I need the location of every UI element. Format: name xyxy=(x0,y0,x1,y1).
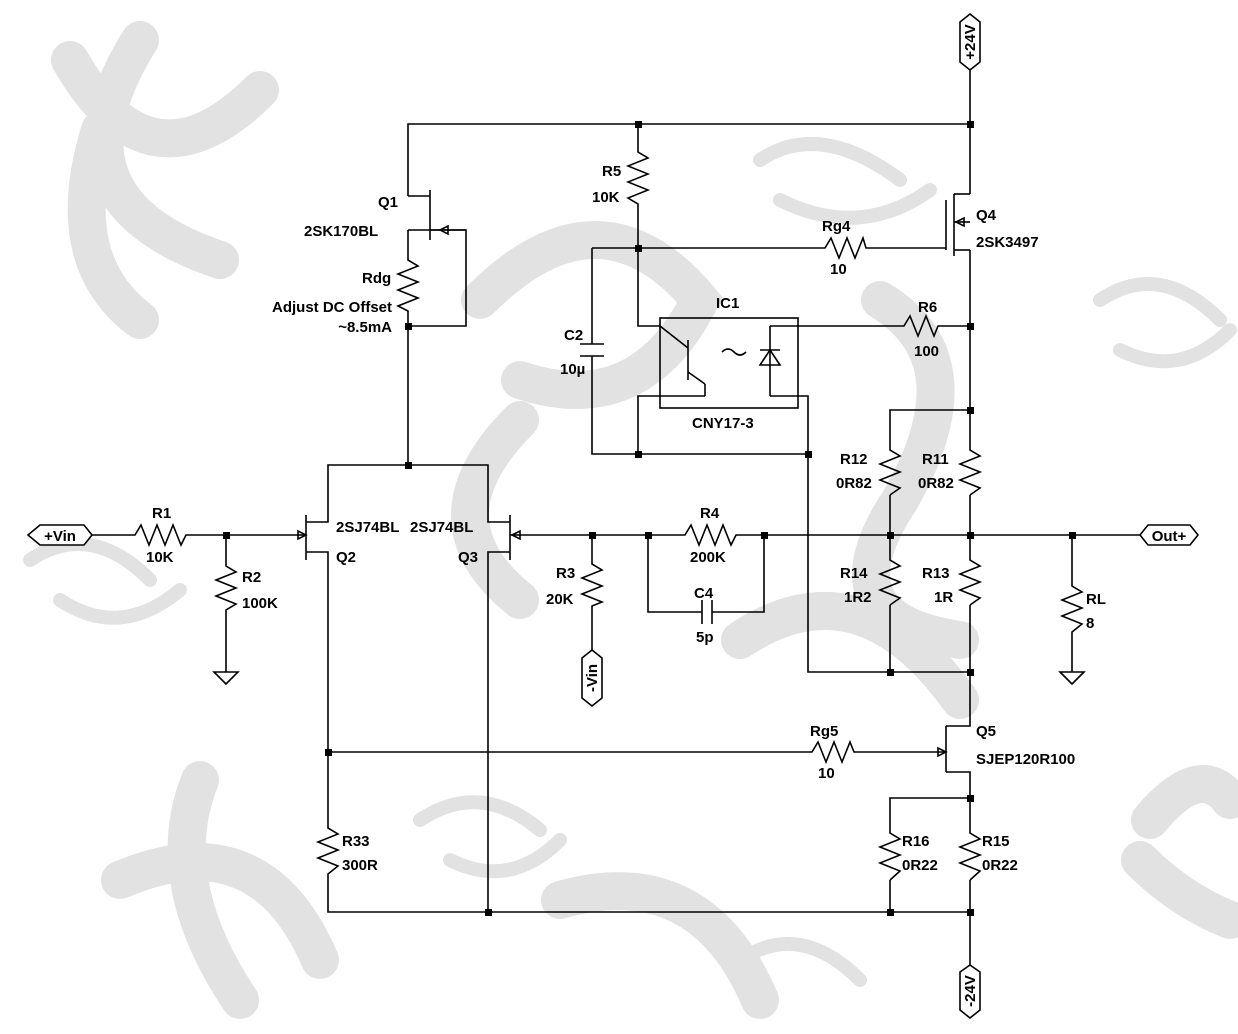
c2-ref: C2 xyxy=(564,327,583,344)
r2-ref: R2 xyxy=(242,569,261,586)
c4-value: 5p xyxy=(696,629,714,646)
r1-value: 10K xyxy=(146,549,174,566)
r15-value: 0R22 xyxy=(982,857,1018,874)
rdg-ref: Rdg xyxy=(362,270,391,287)
wires xyxy=(92,70,1140,965)
r13-value: 1R xyxy=(934,589,953,606)
rg4-ref: Rg4 xyxy=(822,218,851,235)
q3-ref: Q3 xyxy=(458,549,478,566)
ground-r2 xyxy=(212,671,240,686)
resistor-r13 xyxy=(957,555,983,606)
port-vin-pos: +Vin xyxy=(26,524,94,546)
q2-value: 2SJ74BL xyxy=(336,519,399,536)
resistor-rl xyxy=(1059,580,1085,640)
r11-value: 0R82 xyxy=(918,475,954,492)
q1-value: 2SK170BL xyxy=(304,223,378,240)
rg5-value: 10 xyxy=(818,765,835,782)
r14-value: 1R2 xyxy=(844,589,872,606)
resistor-r11 xyxy=(957,445,983,496)
port-out-pos-label: Out+ xyxy=(1152,528,1187,545)
r16-value: 0R22 xyxy=(902,857,938,874)
port-supply-neg: -24V xyxy=(959,964,981,1020)
r3-value: 20K xyxy=(546,591,574,608)
q2-ref: Q2 xyxy=(336,549,356,566)
rl-ref: RL xyxy=(1086,591,1106,608)
r11-ref: R11 xyxy=(922,451,949,468)
resistor-r6 xyxy=(900,313,940,339)
resistor-rg5 xyxy=(808,739,856,765)
resistor-r14 xyxy=(877,555,903,606)
mosfet-q4 xyxy=(945,193,970,256)
rg4-value: 10 xyxy=(830,261,847,278)
watermark xyxy=(23,21,1238,1019)
r1-ref: R1 xyxy=(152,505,171,522)
port-out-pos: Out+ xyxy=(1138,524,1200,546)
resistor-rg4 xyxy=(820,235,870,261)
q4-ref: Q4 xyxy=(976,207,997,224)
port-vin-neg: -Vin xyxy=(581,648,603,708)
r2-value: 100K xyxy=(242,595,278,612)
ic1-ref: IC1 xyxy=(716,295,739,312)
labels: Q1 2SK170BL Rdg Adjust DC Offset ~8.5mA … xyxy=(146,163,1106,874)
resistor-r1 xyxy=(130,522,190,548)
port-supply-neg-label: -24V xyxy=(962,975,979,1007)
rdg-note-adjust: Adjust DC Offset xyxy=(272,299,392,316)
ground-rl xyxy=(1058,671,1086,686)
resistor-r15 xyxy=(957,828,983,881)
resistor-r3 xyxy=(579,560,605,610)
junction-dots xyxy=(223,121,1076,916)
port-supply-pos: +24V xyxy=(959,12,981,72)
q4-value: 2SK3497 xyxy=(976,234,1039,251)
rg5-ref: Rg5 xyxy=(810,723,838,740)
r16-ref: R16 xyxy=(902,833,930,850)
ic1-value: CNY17-3 xyxy=(692,415,754,432)
q1-ref: Q1 xyxy=(378,194,398,211)
q5-ref: Q5 xyxy=(976,723,996,740)
jfet-q3 xyxy=(487,515,521,560)
resistor-r5 xyxy=(625,148,651,208)
r14-ref: R14 xyxy=(840,565,868,582)
r6-ref: R6 xyxy=(918,299,937,316)
resistor-r4 xyxy=(680,522,740,548)
port-vin-pos-label: +Vin xyxy=(44,528,76,545)
capacitor-c4 xyxy=(701,600,713,624)
resistor-rdg xyxy=(395,255,421,315)
r5-ref: R5 xyxy=(602,163,621,180)
port-supply-pos-label: +24V xyxy=(962,24,979,59)
c2-value: 10µ xyxy=(560,361,585,378)
jfet-q2 xyxy=(297,515,329,560)
q5-value: SJEP120R100 xyxy=(976,751,1075,768)
r4-ref: R4 xyxy=(700,505,720,522)
resistor-r16 xyxy=(877,828,903,881)
r15-ref: R15 xyxy=(982,833,1010,850)
r6-value: 100 xyxy=(914,343,939,360)
r4-value: 200K xyxy=(690,549,726,566)
r12-value: 0R82 xyxy=(836,475,872,492)
r13-ref: R13 xyxy=(922,565,950,582)
capacitor-c2 xyxy=(580,343,604,357)
optocoupler-ic1 xyxy=(659,317,799,409)
c4-ref: C4 xyxy=(694,585,714,602)
port-vin-neg-label: -Vin xyxy=(584,664,601,692)
jfet-q1 xyxy=(408,190,466,240)
r5-value: 10K xyxy=(592,189,620,206)
r12-ref: R12 xyxy=(840,451,868,468)
resistor-r12 xyxy=(877,445,903,496)
resistor-r2 xyxy=(213,560,239,615)
jfet-q5 xyxy=(937,712,971,780)
r3-ref: R3 xyxy=(556,565,575,582)
rdg-note-current: ~8.5mA xyxy=(338,319,392,336)
q3-value: 2SJ74BL xyxy=(410,519,473,536)
resistor-r33 xyxy=(315,820,341,880)
rl-value: 8 xyxy=(1086,615,1094,632)
r33-ref: R33 xyxy=(342,833,370,850)
r33-value: 300R xyxy=(342,857,378,874)
